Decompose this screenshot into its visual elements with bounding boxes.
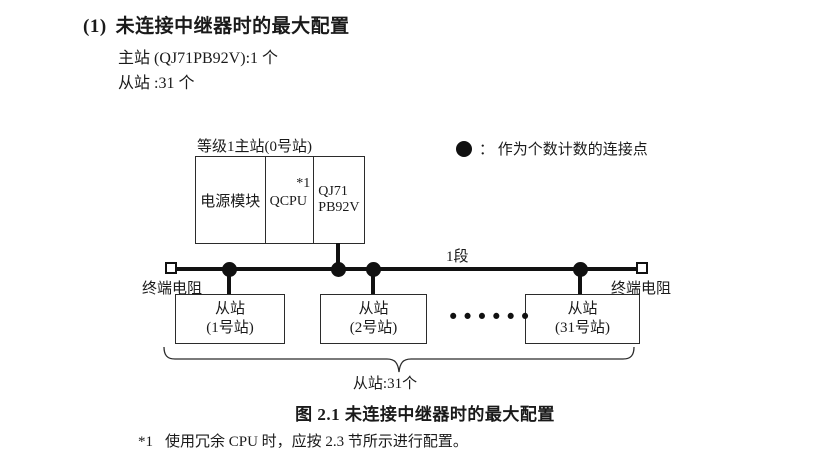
master-station-box: 电源模块 *1 QCPU QJ71 PB92V (195, 156, 365, 244)
legend: ： 作为个数计数的连接点 (456, 138, 648, 159)
master-drop-line (336, 243, 340, 268)
master-count-line: 主站 (QJ71PB92V):1 个 (118, 50, 279, 67)
cpu-module-label: QCPU (269, 194, 307, 209)
connection-point-dot-icon (456, 140, 472, 157)
slave-station-label: 从站 (567, 301, 598, 317)
figure-caption: 图 2.1 未连接中继器时的最大配置 (295, 405, 555, 424)
slave-count-line: 从站 :31 个 (118, 75, 195, 92)
footnote-marker: *1 (138, 434, 153, 450)
footnote-text: 使用冗余 CPU 时，应按 2.3 节所示进行配置。 (165, 434, 468, 450)
slave-station-label: 从站 (358, 301, 389, 317)
master-station-label: 等级1主站(0号站) (197, 139, 312, 155)
power-module-cell: 电源模块 (196, 157, 266, 243)
bus-line (176, 267, 638, 271)
terminating-resistor-right-icon (636, 262, 648, 274)
slave31-drop-line (578, 270, 582, 295)
section-number: (1) (83, 16, 107, 37)
section-title: 未连接中继器时的最大配置 (115, 16, 350, 37)
continuation-dots: •••••• (447, 305, 534, 329)
connection-point-dot (366, 262, 381, 277)
terminating-resistor-left-label: 终端电阻 (142, 281, 203, 297)
connection-point-dot (573, 262, 588, 277)
footnote: *1 使用冗余 CPU 时，应按 2.3 节所示进行配置。 (138, 430, 468, 451)
slave-total-label: 从站:31个 (352, 376, 418, 392)
network-module-line2: PB92V (318, 200, 360, 215)
legend-text: ： 作为个数计数的连接点 (479, 142, 648, 158)
brace-icon (163, 346, 635, 373)
slave-station-2-box: 从站 (2号站) (320, 294, 427, 344)
connection-point-dot (222, 262, 237, 277)
slave1-drop-line (227, 270, 231, 295)
slave-station-number: (31号站) (555, 320, 610, 336)
terminating-resistor-right-label: 终端电阻 (611, 281, 672, 297)
slave-station-1-box: 从站 (1号站) (175, 294, 285, 344)
connection-point-dot (331, 262, 346, 277)
section-heading: (1) 未连接中继器时的最大配置 (83, 11, 350, 38)
segment-label: 1段 (446, 249, 469, 265)
slave-station-number: (1号站) (206, 320, 254, 336)
slave-station-number: (2号站) (349, 320, 398, 336)
slave-station-label: 从站 (214, 301, 245, 317)
footnote-reference: *1 (296, 176, 311, 191)
terminating-resistor-left-icon (165, 262, 177, 274)
network-module-line1: QJ71 (318, 184, 348, 199)
slave-station-31-box: 从站 (31号站) (525, 294, 640, 344)
network-module-cell: QJ71 PB92V (314, 157, 364, 243)
slave2-drop-line (371, 270, 375, 295)
cpu-module-cell: *1 QCPU (266, 157, 315, 243)
